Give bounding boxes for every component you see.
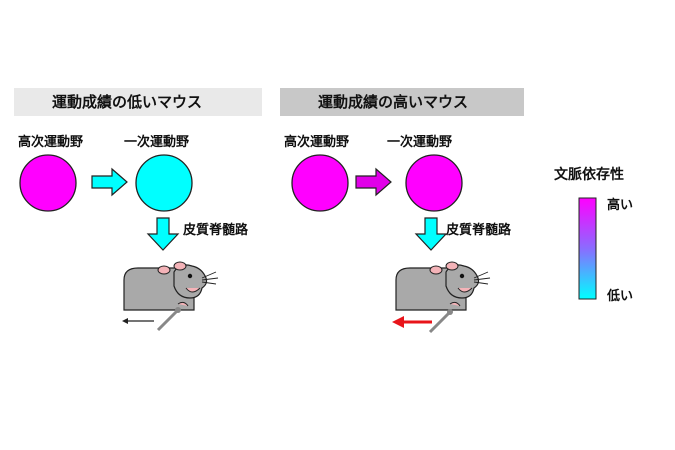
legend-title: 文脈依存性 [554, 167, 624, 183]
left-higher-motor-label: 高次運動野 [18, 135, 84, 150]
right-tract-label: 皮質脊髄路 [446, 223, 512, 238]
left-primary-motor-label: 一次運動野 [124, 135, 190, 150]
right-higher-motor-label: 高次運動野 [284, 135, 350, 150]
left-pull-arrow-icon [122, 318, 154, 324]
right-panel-title: 運動成績の高いマウス [280, 88, 524, 116]
right-lever-icon [428, 309, 453, 334]
right-arrow-right-icon [355, 167, 392, 197]
legend-high-label: 高い [607, 198, 634, 213]
left-mouse-icon [123, 261, 219, 311]
right-higher-motor-node [291, 154, 349, 212]
right-primary-motor-label: 一次運動野 [387, 135, 453, 150]
left-arrow-right-icon [91, 167, 128, 197]
legend-gradient-bar [578, 197, 597, 300]
right-primary-motor-node [405, 154, 463, 212]
left-primary-motor-node [135, 154, 193, 212]
left-higher-motor-node [19, 154, 77, 212]
left-lever-icon [156, 307, 181, 332]
left-tract-label: 皮質脊髄路 [183, 223, 249, 238]
right-mouse-icon [395, 261, 491, 311]
right-arrow-down-icon [414, 217, 448, 251]
left-panel-title: 運動成績の低いマウス [14, 88, 262, 116]
left-arrow-down-icon [146, 217, 180, 251]
legend-low-label: 低い [607, 289, 634, 304]
right-pull-arrow-icon [392, 316, 432, 328]
